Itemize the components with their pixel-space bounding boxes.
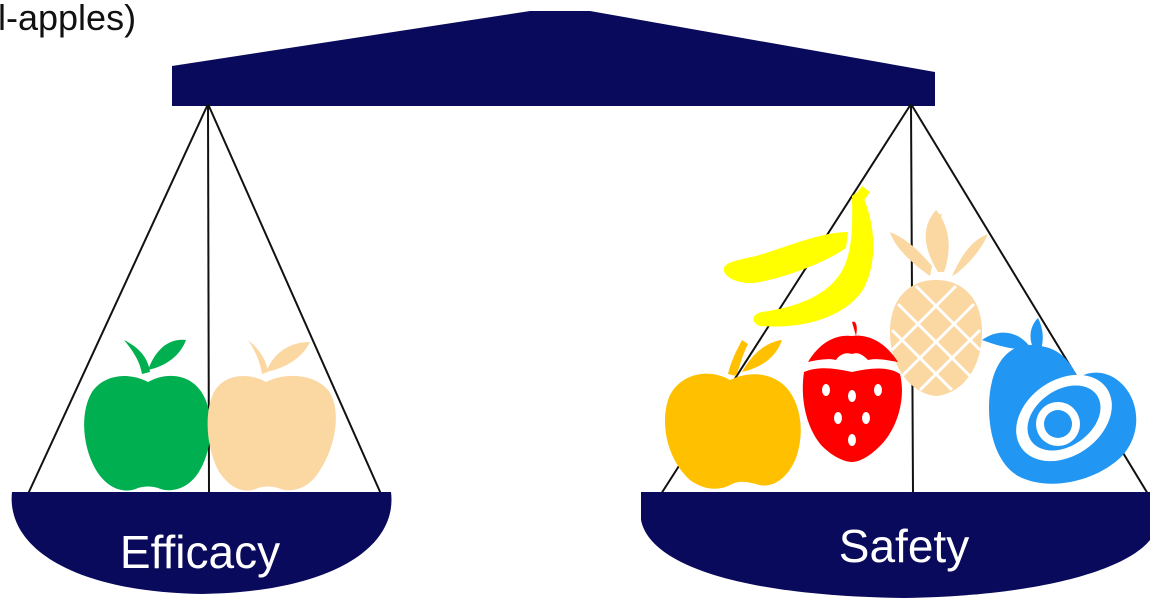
pineapple-icon bbox=[890, 210, 988, 396]
green-apple-icon bbox=[84, 340, 210, 491]
strawberry-icon bbox=[803, 322, 902, 462]
orange-apple-icon bbox=[665, 340, 801, 489]
avocado-icon bbox=[982, 318, 1136, 484]
efficacy-label: Efficacy bbox=[120, 526, 280, 578]
left-pan: Efficacy bbox=[12, 492, 392, 594]
safety-label: Safety bbox=[839, 520, 969, 572]
right-pan: Safety bbox=[641, 492, 1150, 598]
beige-apple-icon bbox=[208, 340, 336, 491]
banana-icon bbox=[724, 186, 874, 327]
header-text: l-apples) bbox=[0, 0, 136, 38]
scale-beam bbox=[172, 11, 935, 106]
